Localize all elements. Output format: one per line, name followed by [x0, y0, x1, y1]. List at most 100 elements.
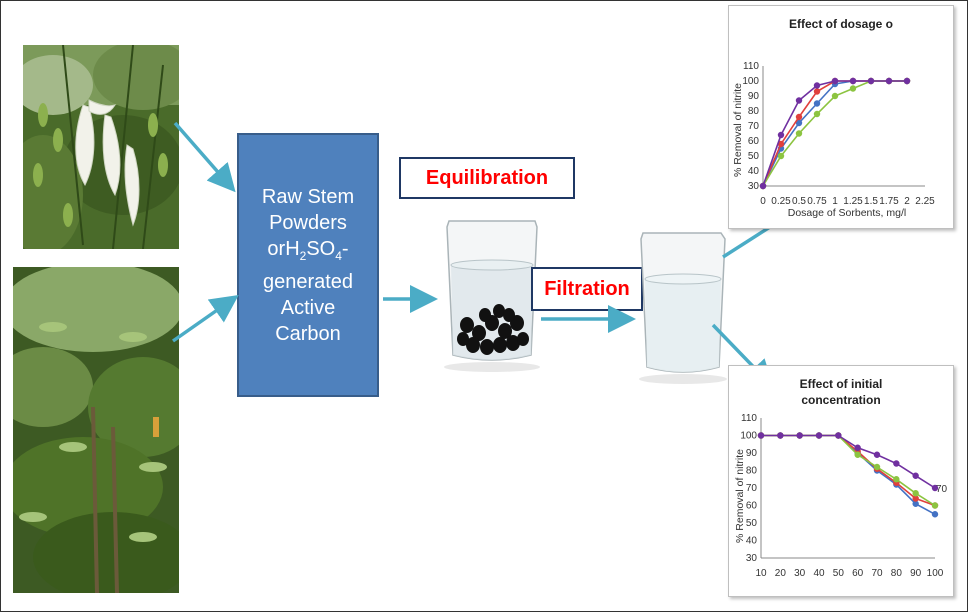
data-point [873, 463, 881, 471]
data-point [873, 451, 881, 458]
x-tick-label: 100 [927, 568, 944, 579]
raw-box-line1: Raw Stem [261, 185, 355, 208]
x-tick-label: 80 [891, 568, 903, 579]
beaker-filtrate [635, 227, 731, 385]
data-point [777, 140, 785, 148]
data-point [759, 182, 767, 190]
x-tick-label: 2.25 [915, 196, 935, 207]
y-tick-label: 50 [746, 518, 758, 529]
y-tick-label: 80 [748, 106, 760, 117]
data-point [893, 460, 900, 467]
data-point [931, 502, 939, 509]
raw-box-line2: Powders [269, 211, 347, 234]
x-tick-label: 1 [832, 196, 838, 207]
concentration-chart-title-line1: Effect of initial [800, 377, 883, 391]
concentration-chart: Effect of initial concentration 10 20 30 40… [728, 365, 954, 597]
series-line [761, 434, 936, 489]
data-point [795, 119, 803, 127]
x-tick-label: 60 [852, 568, 864, 579]
x-tick-label: 70 [871, 568, 883, 579]
data-point [757, 432, 765, 439]
data-point [795, 97, 803, 104]
x-tick-label: 40 [813, 568, 825, 579]
data-point [795, 113, 803, 121]
x-tick-label: 1.5 [864, 196, 878, 207]
data-point [912, 500, 919, 507]
beaker-with-sorbent [437, 215, 547, 373]
y-tick-label: 90 [746, 448, 758, 459]
data-point [893, 476, 900, 483]
data-point [912, 495, 919, 502]
x-tick-label: 1.75 [879, 196, 899, 207]
x-tick-label: 1.25 [843, 196, 863, 207]
data-point [854, 444, 861, 451]
dosage-chart-ylabel: % Removal of nitrite [732, 83, 744, 177]
data-point [813, 88, 821, 95]
raw-box-line5: Active [280, 296, 336, 319]
data-point [854, 451, 861, 458]
data-point [835, 432, 842, 439]
data-point [813, 110, 821, 118]
data-point [931, 511, 939, 518]
data-point [849, 85, 857, 92]
dosage-chart-xlabel: Dosage of Sorbents, mg/l [788, 207, 906, 219]
raw-box-line3: orH2SO4- [267, 237, 349, 263]
equilibration-label: Equilibration [399, 157, 575, 199]
data-point [912, 472, 919, 479]
data-point [813, 100, 821, 107]
y-tick-label: 100 [742, 76, 759, 87]
y-tick-label: 100 [740, 431, 757, 442]
data-point [795, 130, 803, 137]
data-point [815, 432, 823, 439]
arrow-photo2-to-box [171, 294, 239, 343]
raw-stem-carbon-box: Raw Stem Powders orH2SO4- generated Acti… [237, 133, 379, 397]
flower-plant-photo [23, 45, 179, 249]
raw-box-line6: Carbon [275, 322, 341, 345]
x-tick-label: 50 [833, 568, 845, 579]
data-point [777, 152, 785, 160]
y-tick-label: 40 [748, 166, 760, 177]
series-line [761, 434, 936, 507]
concentration-chart-ylabel: % Removal of nitrite [734, 449, 746, 543]
data-point [796, 432, 803, 439]
data-point [831, 92, 839, 100]
raw-box-line4: generated [262, 270, 354, 293]
y-tick-label: 90 [748, 91, 760, 102]
y-tick-label: 60 [748, 136, 760, 147]
x-tick-label: 0.25 [771, 196, 791, 207]
x-tick-label: 0.5 [792, 196, 806, 207]
data-point [813, 82, 821, 89]
x-tick-label: 20 [775, 568, 787, 579]
y-tick-label: 70 [748, 121, 760, 132]
x-tick-label: 90 [910, 568, 922, 579]
y-tick-label: 110 [743, 61, 759, 72]
y-tick-label: 50 [748, 151, 760, 162]
data-point [912, 490, 919, 497]
y-tick-label: 30 [746, 553, 758, 564]
tree-photo [13, 267, 179, 593]
data-point [777, 131, 785, 139]
data-point [867, 77, 875, 85]
concentration-chart-title-line2: concentration [801, 393, 880, 407]
data-point [885, 77, 893, 85]
x-tick-label: 0 [760, 196, 766, 207]
data-label: 70 [936, 484, 948, 495]
arrow-photo1-to-box [173, 121, 236, 193]
x-tick-label: 2 [904, 196, 910, 207]
y-tick-label: 110 [741, 413, 757, 424]
y-tick-label: 30 [748, 181, 760, 192]
y-tick-label: 80 [746, 466, 758, 477]
data-point [903, 77, 911, 85]
data-point [849, 77, 857, 85]
data-point [777, 432, 784, 439]
y-tick-label: 60 [746, 501, 758, 512]
x-tick-label: 10 [755, 568, 767, 579]
y-tick-label: 40 [746, 536, 758, 547]
data-point [931, 484, 939, 492]
x-tick-label: 0.75 [807, 196, 827, 207]
series-line [761, 434, 936, 516]
filtration-label: Filtration [531, 267, 643, 311]
dosage-chart-title: Effect of dosage o [789, 17, 893, 31]
